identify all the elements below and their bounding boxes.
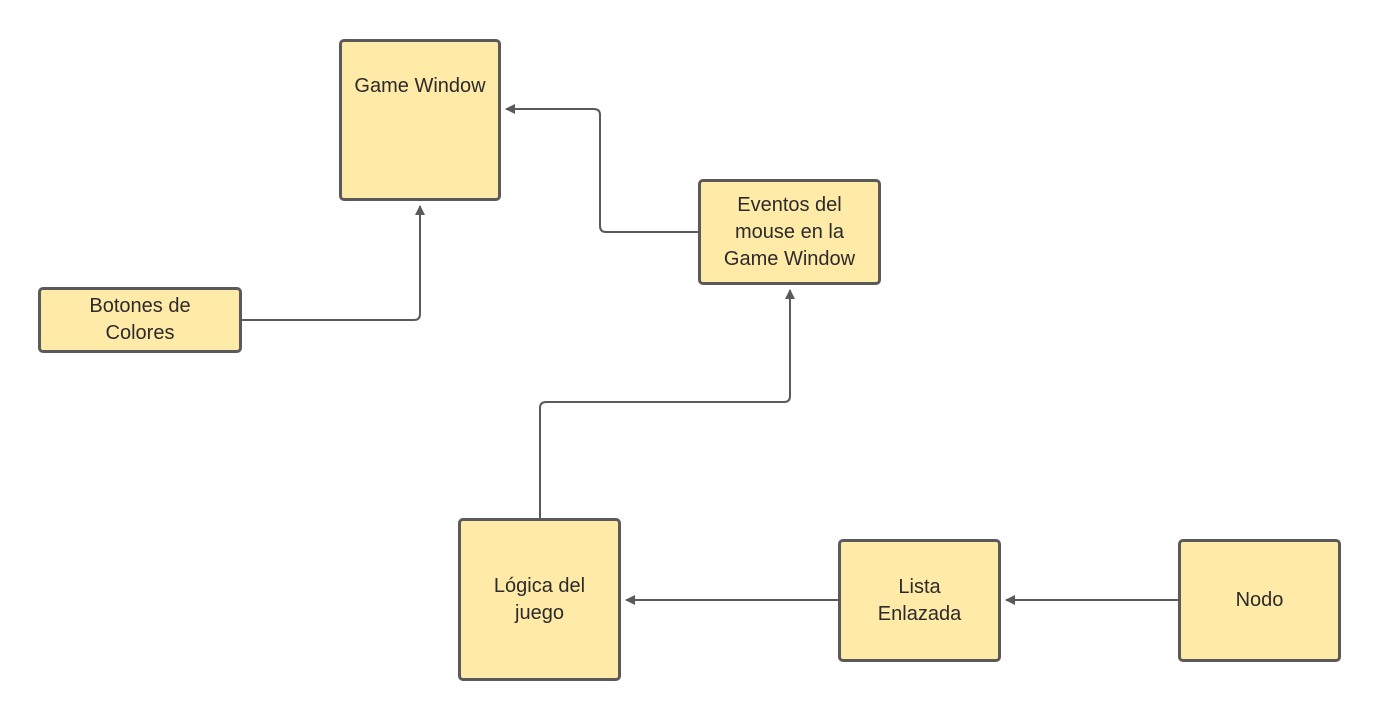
node-linked-list[interactable]: Lista Enlazada [838, 539, 1001, 662]
edge-color-buttons-to-game-window [242, 205, 425, 321]
node-game-window[interactable]: Game Window [339, 39, 501, 201]
node-color-buttons[interactable]: Botones de Colores [38, 287, 242, 353]
node-mouse-events[interactable]: Eventos del mouse en la Game Window [698, 179, 881, 285]
node-node[interactable]: Nodo [1178, 539, 1341, 662]
node-color-buttons-label: Botones de Colores [89, 295, 191, 344]
node-mouse-events-label: Eventos del mouse en la Game Window [723, 193, 856, 270]
node-game-logic[interactable]: Lógica del juego [458, 518, 621, 681]
node-linked-list-label: Lista Enlazada [877, 575, 962, 625]
node-game-window-label: Game Window [354, 74, 486, 97]
edge-mouse-events-to-game-window [505, 104, 698, 233]
node-game-logic-label: Lógica del juego [493, 574, 586, 624]
edge-game-logic-to-mouse-events [539, 289, 795, 518]
node-node-label: Nodo [1235, 589, 1284, 611]
